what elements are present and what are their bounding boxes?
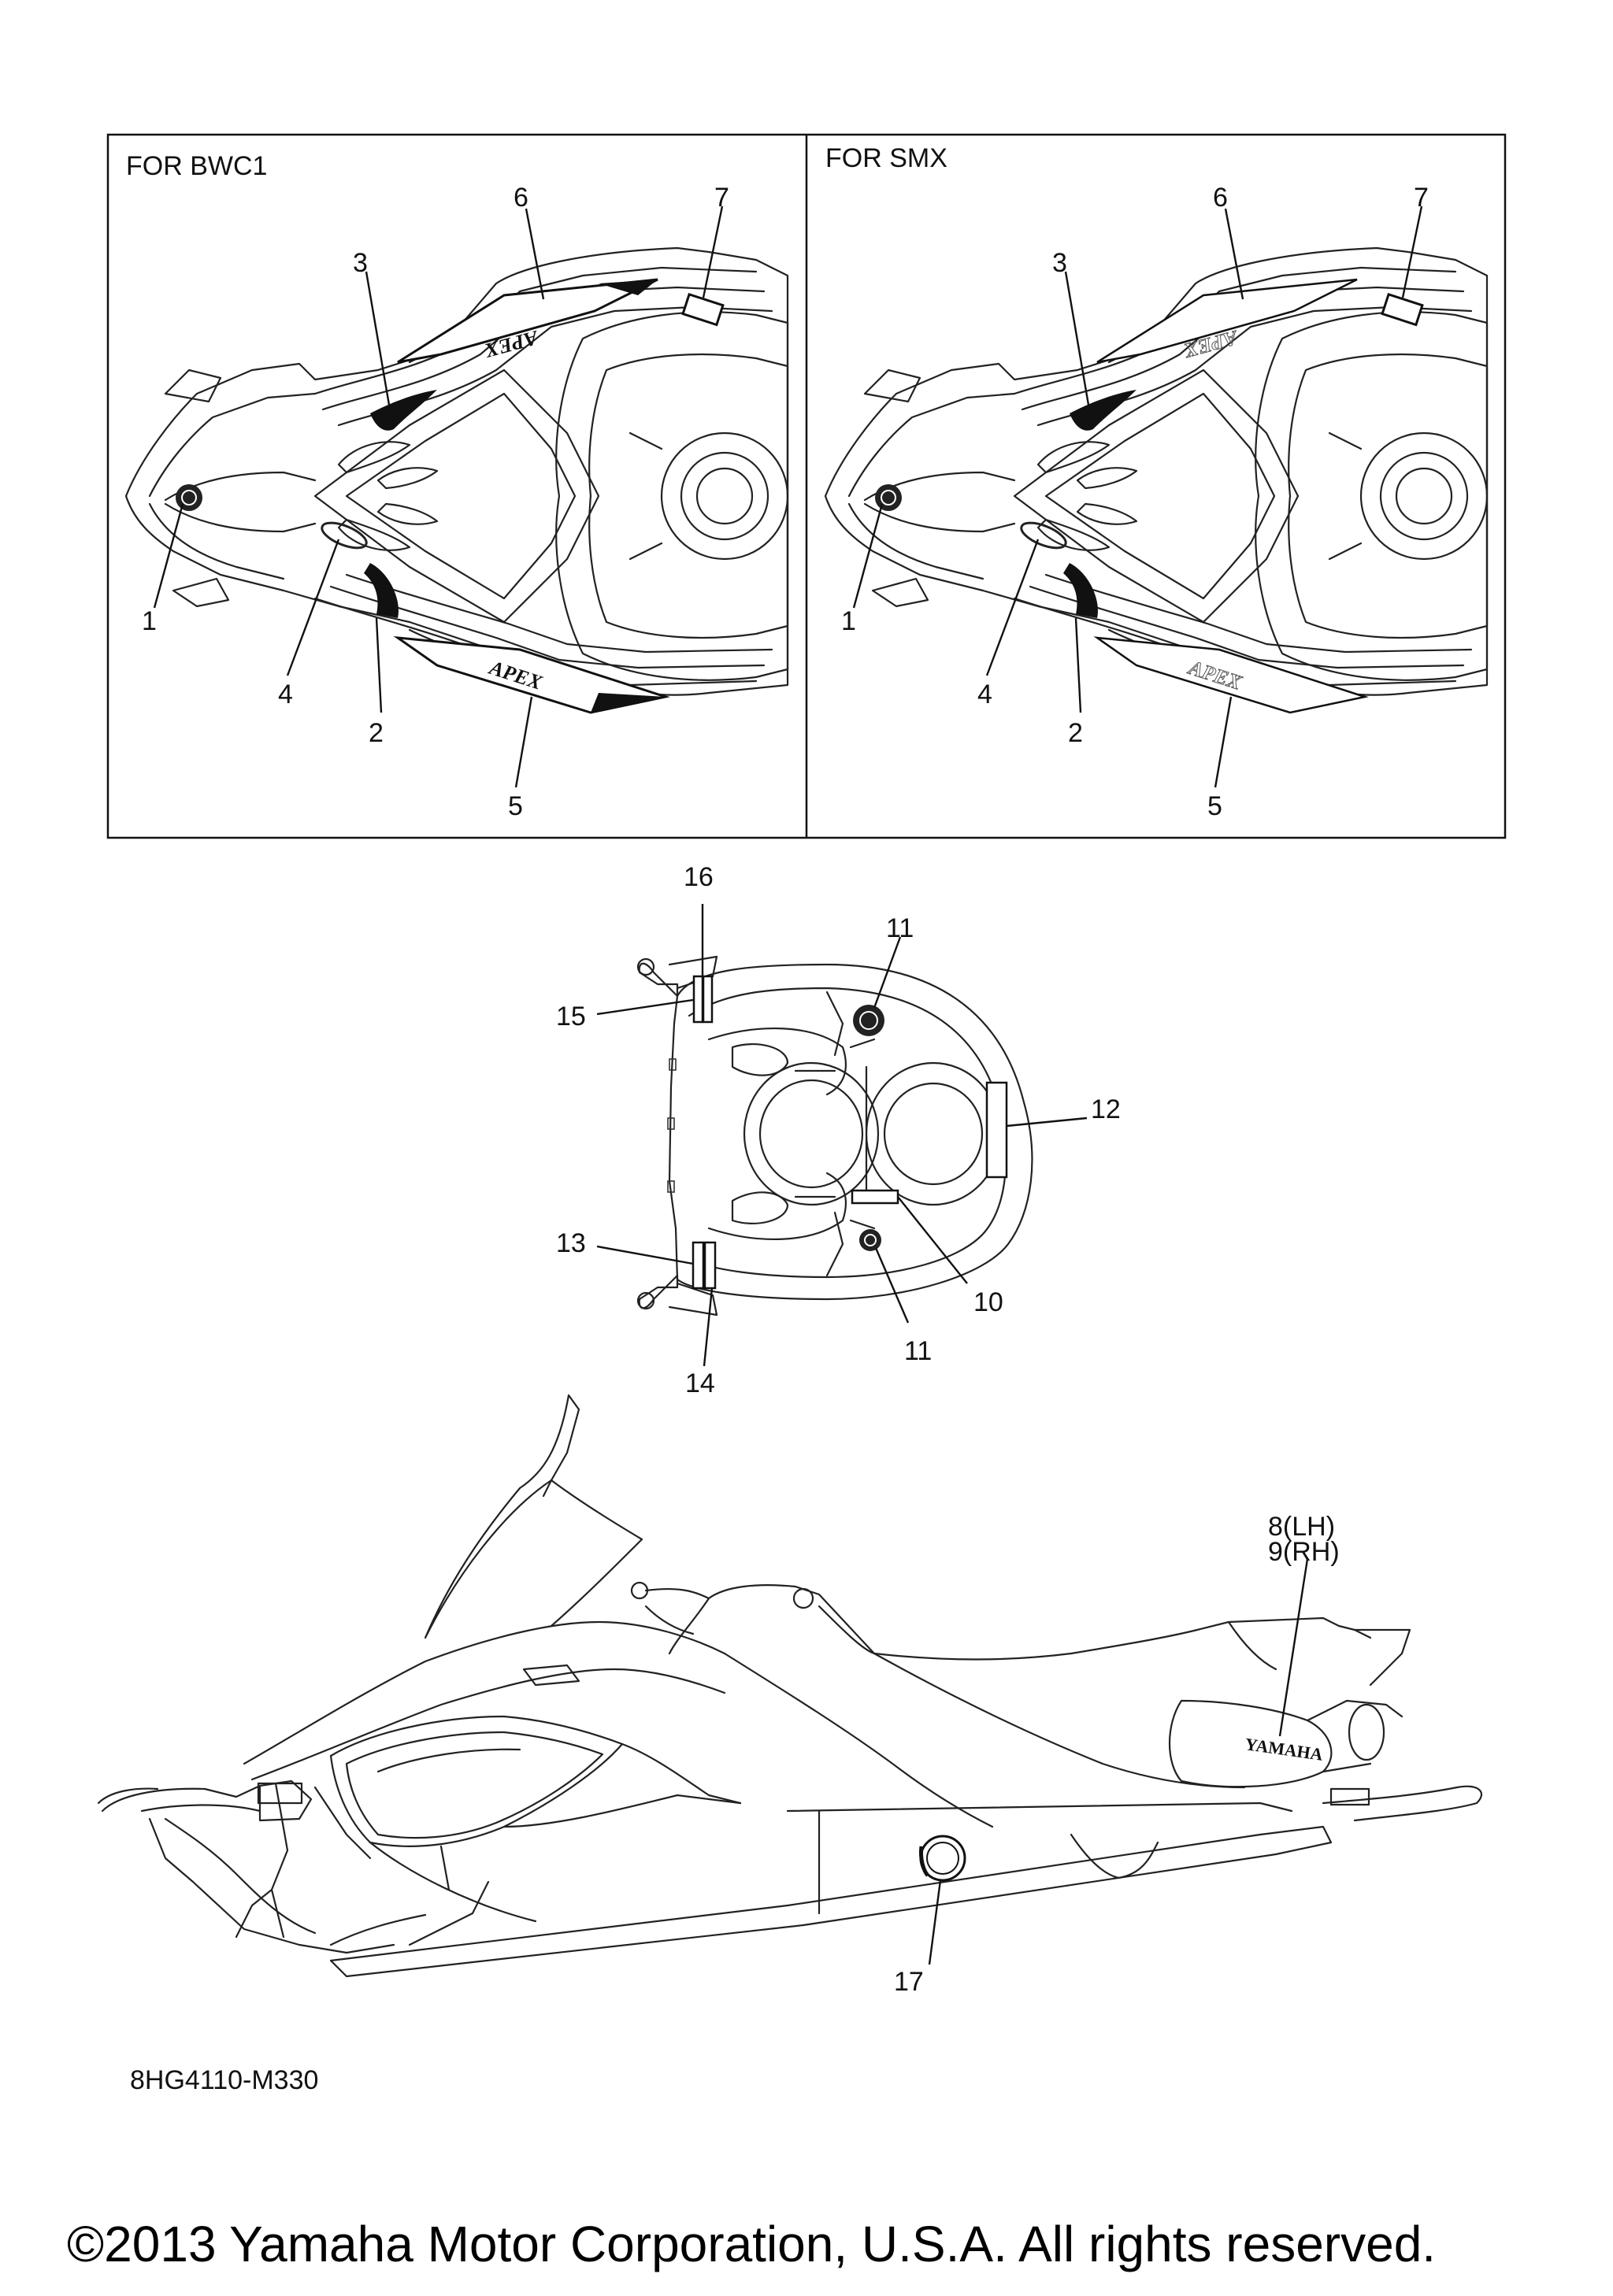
apex-decal-upper: APEX: [1096, 278, 1358, 364]
leader-lines-left: [153, 206, 724, 788]
copyright-notice: ©2013 Yamaha Motor Corporation, U.S.A. A…: [67, 2216, 1436, 2272]
panel-title-bwc1: FOR BWC1: [126, 151, 267, 181]
callout-4-right: 4: [977, 680, 992, 709]
callout-5-left: 5: [508, 791, 523, 821]
decal-3-shape: [370, 390, 437, 431]
leader-lines-bottom: [928, 1558, 1309, 1965]
callout-1-left: 1: [142, 606, 157, 636]
decal-12-shape: [985, 1081, 1008, 1179]
callout-16: 16: [684, 862, 714, 892]
callout-15: 15: [556, 1002, 586, 1031]
callout-6-right: 6: [1213, 183, 1228, 213]
decal-15-shape: [692, 975, 704, 1024]
apex-decal-upper: APEX: [397, 278, 658, 364]
callout-2-right: 2: [1068, 718, 1083, 748]
callout-4-left: 4: [278, 680, 293, 709]
callout-6-left: 6: [514, 183, 528, 213]
decal-4-shape: [321, 521, 368, 550]
panel-title-smx: FOR SMX: [825, 143, 947, 173]
apex-decal-lower: APEX: [393, 635, 670, 714]
callout-10: 10: [973, 1287, 1003, 1317]
decal-7-shape: [681, 292, 725, 327]
decal-2-shape: [1063, 563, 1098, 618]
decal-13-shape: [692, 1241, 705, 1290]
callout-5-right: 5: [1207, 791, 1222, 821]
leader-lines-middle: [596, 904, 1088, 1367]
snowmobile-side-view: YAMAHA: [97, 1394, 1482, 1978]
decal-10-shape: [851, 1189, 899, 1205]
callout-14: 14: [685, 1368, 715, 1398]
callout-8-lh: 8(LH): [1268, 1512, 1335, 1542]
yamaha-emblem-icon: [176, 484, 202, 511]
callout-13: 13: [556, 1228, 586, 1258]
yamaha-emblem-icon: [859, 1229, 881, 1251]
callout-12: 12: [1091, 1094, 1121, 1124]
decal-7-shape: [1381, 292, 1424, 327]
yamaha-side-logo: YAMAHA: [1244, 1734, 1324, 1765]
decal-14-shape: [703, 1241, 717, 1290]
callout-17: 17: [894, 1967, 924, 1997]
leader-lines-right: [852, 206, 1423, 788]
decal-16-shape: [702, 975, 714, 1024]
hood-top-view-smx: APEX APEX: [824, 246, 1489, 714]
diagram-code: 8HG4110-M330: [130, 2065, 318, 2095]
callout-7-left: 7: [714, 183, 729, 213]
callout-3-right: 3: [1052, 248, 1067, 278]
rear-top-view: [636, 955, 1033, 1316]
callout-7-right: 7: [1414, 183, 1429, 213]
yamaha-emblem-icon: [853, 1005, 884, 1036]
hood-top-view-bwc1: APEX APEX: [124, 246, 789, 714]
callout-11-top: 11: [886, 913, 914, 943]
callout-11-bottom: 11: [904, 1336, 932, 1366]
callout-2-left: 2: [369, 718, 384, 748]
callout-1-right: 1: [841, 606, 856, 636]
decal-3-shape: [1070, 390, 1137, 431]
callout-9-rh: 9(RH): [1268, 1537, 1340, 1567]
callout-3-left: 3: [353, 248, 368, 278]
yamaha-emblem-icon: [875, 484, 902, 511]
decal-2-shape: [364, 563, 399, 618]
decal-4-shape: [1020, 521, 1067, 550]
